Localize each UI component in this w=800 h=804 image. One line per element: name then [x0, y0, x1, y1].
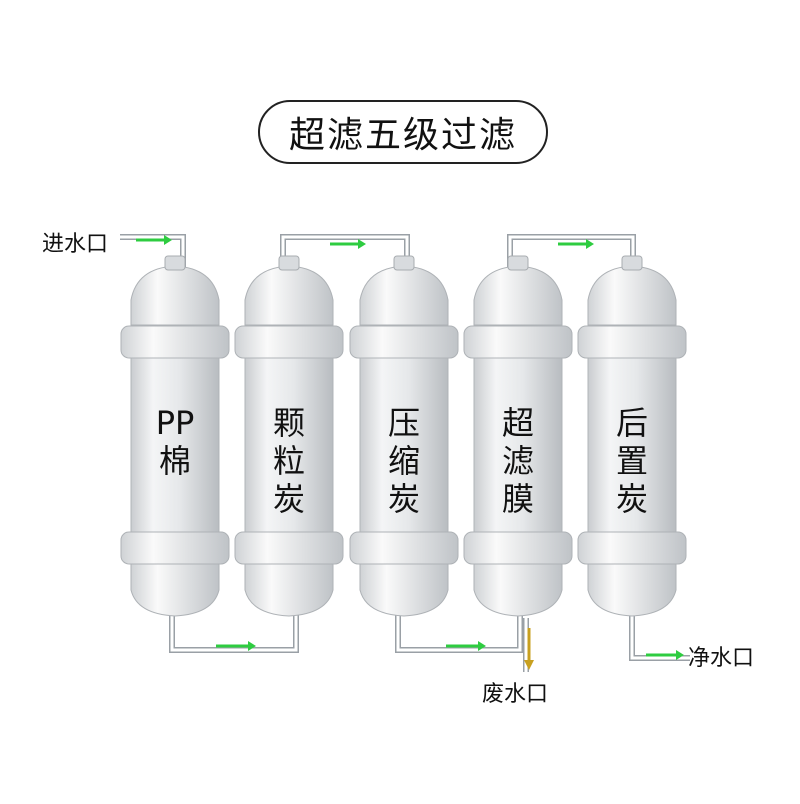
filter-top-cap [587, 265, 677, 326]
filter-top-collar [120, 325, 230, 359]
filter-bottom-cap [244, 563, 334, 617]
filter-cartridge-3 [349, 255, 459, 617]
filter-top-cap [473, 265, 563, 326]
filter-bottom-collar [349, 531, 459, 565]
filter-top-port [621, 255, 643, 271]
filter-top-collar [463, 325, 573, 359]
filter-top-cap [359, 265, 449, 326]
filter-cartridge-2 [234, 255, 344, 617]
arrow-3-to-4-head [478, 641, 486, 651]
pipe-segment-inner [396, 612, 522, 652]
filter-bottom-collar [234, 531, 344, 565]
pipe-segment-inner [508, 235, 635, 272]
waste-label: 废水口 [482, 682, 549, 707]
pipe-segment [280, 234, 410, 272]
filter-top-cap [130, 265, 220, 326]
flow-arrows [136, 235, 684, 670]
filter-cartridge-1 [120, 255, 230, 617]
filter-body [359, 357, 449, 535]
filter-bottom-cap [130, 563, 220, 617]
stage-label-pp-cotton: PP棉 [155, 404, 195, 480]
pipe-segment-inner [281, 235, 409, 272]
stage-label-granular-carbon: 颗粒炭 [272, 404, 305, 518]
pipe-segment [169, 612, 299, 653]
arrow-1-to-2-head [248, 641, 256, 651]
filter-body [130, 357, 220, 535]
filter-body [473, 357, 563, 535]
filter-top-port [507, 255, 529, 271]
filter-body [244, 357, 334, 535]
filter-bottom-collar [577, 531, 687, 565]
outlet-label: 净水口 [688, 646, 755, 671]
pipe-segment-inner [630, 612, 690, 660]
filter-top-collar [234, 325, 344, 359]
filter-top-collar [349, 325, 459, 359]
filter-bottom-collar [120, 531, 230, 565]
filter-body [587, 357, 677, 535]
pipe-segment-inner [170, 612, 298, 652]
page-title: 超滤五级过滤 [258, 100, 548, 164]
filter-bottom-cap [359, 563, 449, 617]
filter-cartridge-4 [463, 255, 573, 617]
filter-top-port [393, 255, 415, 271]
inlet-label: 进水口 [42, 232, 109, 257]
arrow-outlet-head [676, 650, 684, 660]
stage-label-post-carbon: 后置炭 [615, 404, 648, 518]
stage-label-compressed-carbon: 压缩炭 [387, 404, 420, 518]
filter-top-port [164, 255, 186, 271]
filter-cartridge-5 [577, 255, 687, 617]
pipe-segment [395, 612, 523, 653]
filter-bottom-cap [587, 563, 677, 617]
filter-top-port [278, 255, 300, 271]
filter-bottom-collar [463, 531, 573, 565]
arrow-2-to-3-head [358, 239, 366, 249]
filter-bottom-cap [473, 563, 563, 617]
arrow-inlet-head [164, 235, 172, 245]
stage-label-ultrafiltration-membrane: 超滤膜 [501, 404, 534, 518]
arrow-waste-head [524, 660, 534, 670]
pipe-segment [629, 612, 690, 661]
filter-top-cap [244, 265, 334, 326]
filter-top-collar [577, 325, 687, 359]
filter-cartridges [120, 255, 687, 617]
arrow-4-to-5-head [586, 239, 594, 249]
